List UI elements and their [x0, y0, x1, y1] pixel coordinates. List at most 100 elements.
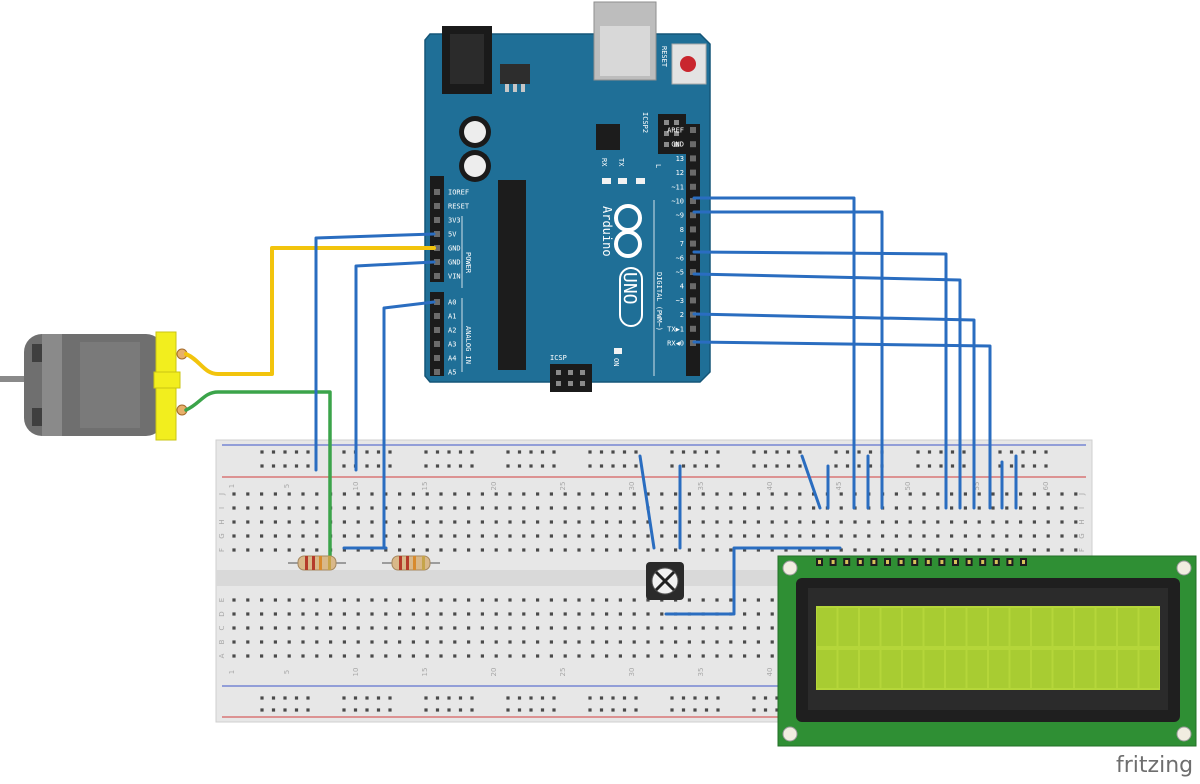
column-number-bottom: 1: [228, 670, 236, 674]
arduino-infinity-logo: [614, 204, 642, 258]
on-label: ON: [612, 358, 620, 366]
row-letter: B: [218, 639, 226, 644]
pin-label: ~5: [676, 269, 684, 277]
column-number-top: 35: [697, 482, 705, 491]
row-letter: F: [218, 548, 226, 552]
pin-label: A1: [448, 313, 456, 321]
pin-label: A0: [448, 299, 456, 307]
column-number-top: 30: [628, 482, 636, 491]
pin-label: A3: [448, 341, 456, 349]
wire-5v: [314, 232, 436, 472]
wire-pot-wiper: [664, 546, 842, 616]
column-number-bottom: 5: [283, 670, 291, 674]
rx-label: RX: [600, 158, 608, 167]
tx-label: TX: [617, 158, 625, 167]
pin-label: VIN: [448, 273, 461, 281]
pin-label: ~10: [671, 198, 684, 206]
column-number-top: 45: [835, 482, 843, 491]
analog-label: ANALOG IN: [464, 326, 472, 364]
pin-label: A2: [448, 327, 456, 335]
pin-label: 12: [676, 169, 684, 177]
wire-pin12: [692, 196, 856, 510]
wire-yellow-motor: [184, 246, 436, 376]
row-letter: D: [218, 611, 226, 616]
column-number-top: 60: [1042, 482, 1050, 491]
pin-label: 3V3: [448, 217, 461, 225]
column-number-top: 20: [490, 482, 498, 491]
pin-label: 2: [680, 311, 684, 319]
wire-a0: [382, 300, 436, 550]
row-letter: G: [218, 533, 226, 538]
column-number-top: 50: [904, 482, 912, 491]
column-number-top: 40: [766, 482, 774, 491]
column-number-top: 5: [283, 484, 291, 488]
row-letter: F: [1078, 548, 1086, 552]
l-label: L: [654, 164, 662, 168]
wire-pin8: [692, 250, 948, 510]
pin-label: 13: [676, 155, 684, 163]
resistor-2: [382, 555, 440, 571]
row-letter: I: [218, 507, 226, 509]
pin-label: 8: [680, 226, 684, 234]
wire-pin2: [692, 340, 992, 510]
column-number-bottom: 10: [352, 668, 360, 677]
row-letter: H: [218, 519, 226, 524]
pin-label: ~6: [676, 254, 684, 262]
wire-gnd: [354, 260, 436, 472]
pin-label: GND: [448, 259, 461, 267]
row-letter: H: [1078, 519, 1086, 524]
pin-label: ~9: [676, 212, 684, 220]
lcd-16x2-display: [777, 555, 1197, 747]
row-letter: J: [218, 493, 226, 496]
power-label: POWER: [464, 252, 472, 274]
column-number-top: 10: [352, 482, 360, 491]
wires: [184, 196, 1018, 616]
potentiometer: [646, 562, 684, 600]
resistor-1: [288, 555, 346, 571]
row-letter: E: [218, 598, 226, 602]
reset-label: RESET: [660, 46, 668, 68]
pin-label: 5V: [448, 231, 457, 239]
column-number-bottom: 30: [628, 668, 636, 677]
pin-label: 4: [680, 283, 684, 291]
column-number-bottom: 25: [559, 668, 567, 677]
column-number-bottom: 15: [421, 668, 429, 677]
pin-label: ~11: [671, 183, 684, 191]
dc-motor: [0, 331, 188, 441]
row-letter: J: [1078, 493, 1086, 496]
arduino-uno-board: RESET ICSP2 ICSP TX RX L ON Arduino UNO: [424, 1, 711, 392]
digital-label: DIGITAL (PWM~): [655, 272, 663, 331]
column-number-top: 1: [228, 484, 236, 488]
pin-label: GND: [448, 245, 461, 253]
pin-label: TX▶1: [667, 325, 684, 333]
pin-label: RESET: [448, 203, 470, 211]
row-letter: I: [1078, 507, 1086, 509]
fritzing-watermark: fritzing: [1116, 753, 1193, 778]
column-number-bottom: 35: [697, 668, 705, 677]
pin-label: ~3: [676, 297, 684, 305]
wire-pin4: [692, 312, 976, 510]
icsp2-label: ICSP2: [641, 112, 649, 133]
pin-label: RX◀0: [667, 340, 684, 348]
arduino-model: UNO: [619, 272, 640, 305]
column-number-bottom: 40: [766, 668, 774, 677]
wire-green-motor: [184, 390, 332, 564]
pin-label: 7: [680, 240, 684, 248]
column-number-bottom: 20: [490, 668, 498, 677]
pin-label: AREF: [667, 127, 684, 135]
column-number-top: 15: [421, 482, 429, 491]
pin-label: IOREF: [448, 189, 469, 197]
column-number-top: 55: [973, 482, 981, 491]
wire-pin11: [692, 210, 884, 510]
row-letter: C: [218, 625, 226, 630]
column-number-top: 25: [559, 482, 567, 491]
arduino-brand: Arduino: [600, 206, 614, 257]
wire-pin7: [692, 272, 962, 510]
pin-label: A5: [448, 369, 456, 377]
pin-label: GND: [671, 141, 684, 149]
right-pin-labels: AREF GND 13 12 ~11 ~10 ~9 8 7 ~6 ~5 4 ~3 2TX▶1RX◀0: [667, 127, 684, 348]
pin-label: A4: [448, 355, 456, 363]
row-letter: G: [1078, 533, 1086, 538]
